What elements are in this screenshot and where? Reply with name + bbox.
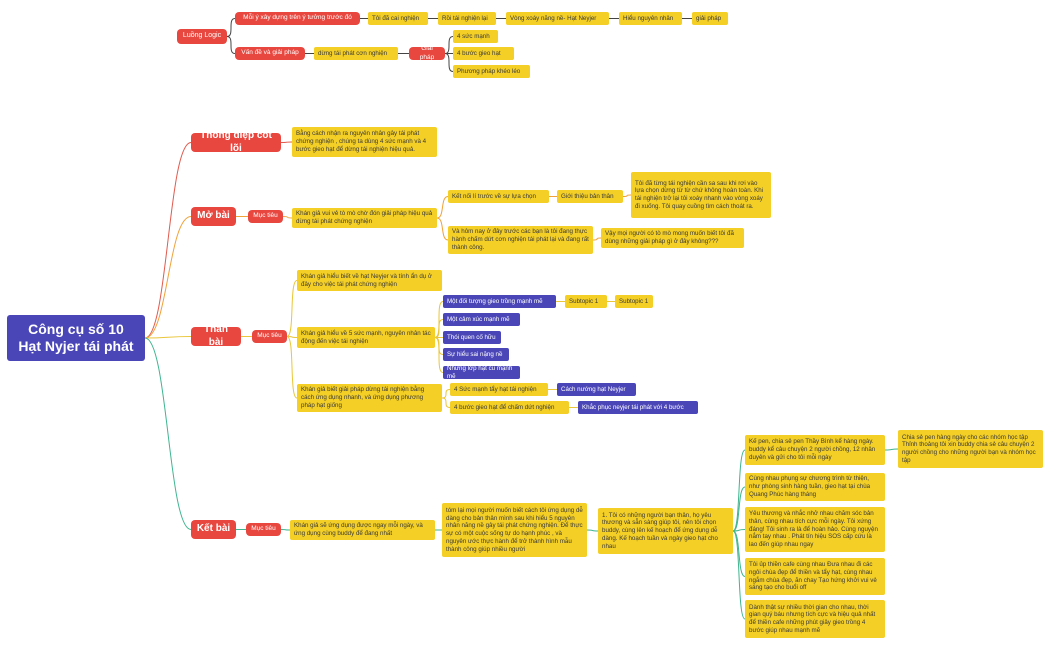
- conclusion-leaf-5[interactable]: Dành thật sự nhiều thời gian cho nhau, t…: [745, 600, 885, 638]
- body-cause-2[interactable]: Một cảm xúc mạnh mẽ: [443, 313, 520, 326]
- body-fix-relapse[interactable]: Khắc phục neyjer tái phát với 4 bước: [578, 401, 698, 414]
- logic-chain-4[interactable]: Hiểu nguyên nhân: [619, 12, 682, 25]
- logic-step-stop-relapse[interactable]: dừng tái phát cơn nghiện: [314, 47, 398, 60]
- connector-root-topic-section-core-message: [144, 142, 192, 339]
- connector-conclusion-summary-conclusion-step-1: [586, 529, 599, 532]
- connector-body-goal-2-body-cause-1: [434, 301, 444, 338]
- body-cause-3[interactable]: Thói quen cố hữu: [443, 331, 501, 344]
- opening-branch-2[interactable]: Và hôm nay ở đây trước các bạn là tôi đa…: [448, 226, 593, 254]
- section-body[interactable]: Thân bài: [191, 324, 241, 348]
- logic-solution-item-1[interactable]: 4 sức mạnh: [453, 30, 498, 43]
- body-goal-2[interactable]: Khán giả hiểu về 5 sức mạnh, nguyên nhân…: [297, 327, 435, 348]
- connector-opening-branch-2-opening-curiosity: [592, 237, 602, 241]
- connector-opening-intro-self-opening-intro-text: [622, 194, 632, 197]
- conclusion-leaf-1[interactable]: Kế pen, chia sẻ pen Thầy Bình kể hàng ng…: [745, 435, 885, 465]
- body-roast-seed[interactable]: Cách nướng hạt Neyjer: [557, 383, 636, 396]
- body-subtopic-1[interactable]: Subtopic 1: [565, 295, 607, 308]
- opening-intro-self[interactable]: Giới thiệu bản thân: [557, 190, 623, 203]
- body-subtopic-2[interactable]: Subtopic 1: [615, 295, 653, 308]
- conclusion-leaf-4[interactable]: Tôi ủp thiền cafe cùng nhau Đưa nhau đi …: [745, 558, 885, 595]
- conclusion-goal[interactable]: Khán giả sẽ ứng dụng được ngay mỗi ngày,…: [290, 520, 435, 540]
- connector-opening-goal-opening-branch-2: [436, 217, 449, 241]
- logic-chain-5[interactable]: giải pháp: [692, 12, 728, 25]
- body-cause-1[interactable]: Một đối tượng gieo trồng mạnh mẽ: [443, 295, 556, 308]
- core-message-text[interactable]: Bằng cách nhận ra nguyên nhân gây tái ph…: [292, 127, 437, 157]
- logic-solution-item-3[interactable]: Phương pháp khéo léo: [453, 65, 530, 78]
- connector-logic-topic-logic-branch-problem-solution: [226, 36, 236, 54]
- logic-chain-2[interactable]: Rồi tái nghiện lại: [438, 12, 496, 25]
- connector-conclusion-leaf-1-conclusion-leaf-1-share: [884, 448, 899, 451]
- conclusion-leaf-2[interactable]: Cùng nhau phụng sự chương trình từ thiện…: [745, 473, 885, 501]
- connector-conclusion-goal-label-conclusion-goal: [280, 529, 291, 531]
- conclusion-leaf-1-share[interactable]: Chia sẻ pen hàng ngày cho các nhóm học t…: [898, 430, 1043, 468]
- connector-body-goal-2-body-cause-5: [434, 337, 444, 373]
- connector-conclusion-step-1-conclusion-leaf-3: [732, 529, 746, 532]
- connector-conclusion-step-1-conclusion-leaf-1: [732, 449, 746, 532]
- conclusion-summary[interactable]: tóm lại mọi người muốn biết cách tôi ứng…: [442, 503, 587, 557]
- logic-chain-3[interactable]: Vòng xoáy năng nề- Hạt Neyjer: [506, 12, 609, 25]
- body-solution-4-powers[interactable]: 4 Sức mạnh tẩy hạt tái nghiện: [450, 383, 548, 396]
- body-solution-4-steps[interactable]: 4 bước gieo hạt để chấm dứt nghiện: [450, 401, 569, 414]
- connector-body-goal-3-body-solution-4-powers: [441, 389, 451, 399]
- opening-intro-text[interactable]: Tôi đã từng tái nghiện cần sa sau khi rơ…: [631, 172, 771, 218]
- opening-curiosity[interactable]: Vậy mọi người có tò mò mong muốn biết tô…: [601, 228, 744, 248]
- opening-branch-1[interactable]: Kết nối lí trước về sự lựa chọn: [448, 190, 549, 203]
- logic-solution[interactable]: Giải pháp: [409, 45, 445, 61]
- conclusion-goal-label[interactable]: Mục tiêu: [246, 523, 281, 536]
- body-cause-4[interactable]: Sự hiểu sai nặng nề: [443, 348, 509, 361]
- conclusion-leaf-3[interactable]: Yêu thương và nhắc nhở nhau chăm sóc bản…: [745, 507, 885, 552]
- connector-conclusion-step-1-conclusion-leaf-2: [732, 486, 746, 532]
- connector-body-goal-label-body-goal-1: [286, 280, 298, 337]
- connector-logic-topic-logic-branch-build-on-ideas: [226, 18, 236, 37]
- opening-goal-label[interactable]: Mục tiêu: [248, 210, 283, 223]
- connector-root-topic-section-opening: [144, 216, 192, 339]
- section-core-message[interactable]: Thông điệp cốt lõi: [191, 130, 281, 154]
- body-goal-1[interactable]: Khán giả hiểu biết về hạt Neyjer và tính…: [297, 270, 442, 291]
- connector-body-goal-3-body-solution-4-steps: [441, 397, 451, 408]
- root-title-line1: Công cụ số 10: [28, 320, 124, 337]
- body-goal-label[interactable]: Mục tiêu: [252, 330, 287, 343]
- connector-opening-goal-label-opening-goal: [282, 216, 293, 219]
- logic-solution-item-2[interactable]: 4 bước gieo hạt: [453, 47, 514, 60]
- connector-opening-goal-opening-branch-1: [436, 196, 449, 219]
- connector-body-goal-label-body-goal-3: [286, 336, 298, 399]
- connector-root-topic-section-body: [144, 336, 192, 339]
- section-opening[interactable]: Mở bài: [191, 207, 236, 226]
- body-goal-3[interactable]: Khán giả biết giải pháp dừng tái nghiện …: [297, 384, 442, 412]
- section-conclusion[interactable]: Kết bài: [191, 520, 236, 539]
- logic-branch-problem-solution[interactable]: Vấn đề và giải pháp: [235, 47, 305, 60]
- connector-body-goal-label-body-goal-2: [286, 336, 298, 338]
- body-cause-5[interactable]: Những lớp hạt cũ mạnh mẽ: [443, 365, 520, 380]
- connector-logic-solution-logic-solution-item-1: [444, 36, 454, 54]
- opening-goal[interactable]: Khán giả vui vẻ tò mò chờ đón giải pháp …: [292, 208, 437, 228]
- connector-conclusion-step-1-conclusion-leaf-5: [732, 530, 746, 620]
- logic-branch-build-on-ideas[interactable]: Mỗi ý xây dựng trên ý tưởng trước đó: [235, 12, 360, 25]
- connector-body-goal-2-body-cause-2: [434, 319, 444, 338]
- connector-root-topic-section-conclusion: [144, 337, 192, 530]
- conclusion-step-1[interactable]: 1. Tôi có những người bạn thân, họ yêu t…: [598, 508, 733, 554]
- root-title-line2: Hạt Nyjer tái phát: [18, 338, 134, 354]
- logic-chain-1[interactable]: Tôi đã cai nghiện: [368, 12, 428, 25]
- connector-section-core-message-core-message-text: [280, 141, 293, 143]
- logic-topic[interactable]: Luồng Logic: [177, 29, 227, 44]
- connector-logic-solution-logic-solution-item-3: [444, 53, 454, 72]
